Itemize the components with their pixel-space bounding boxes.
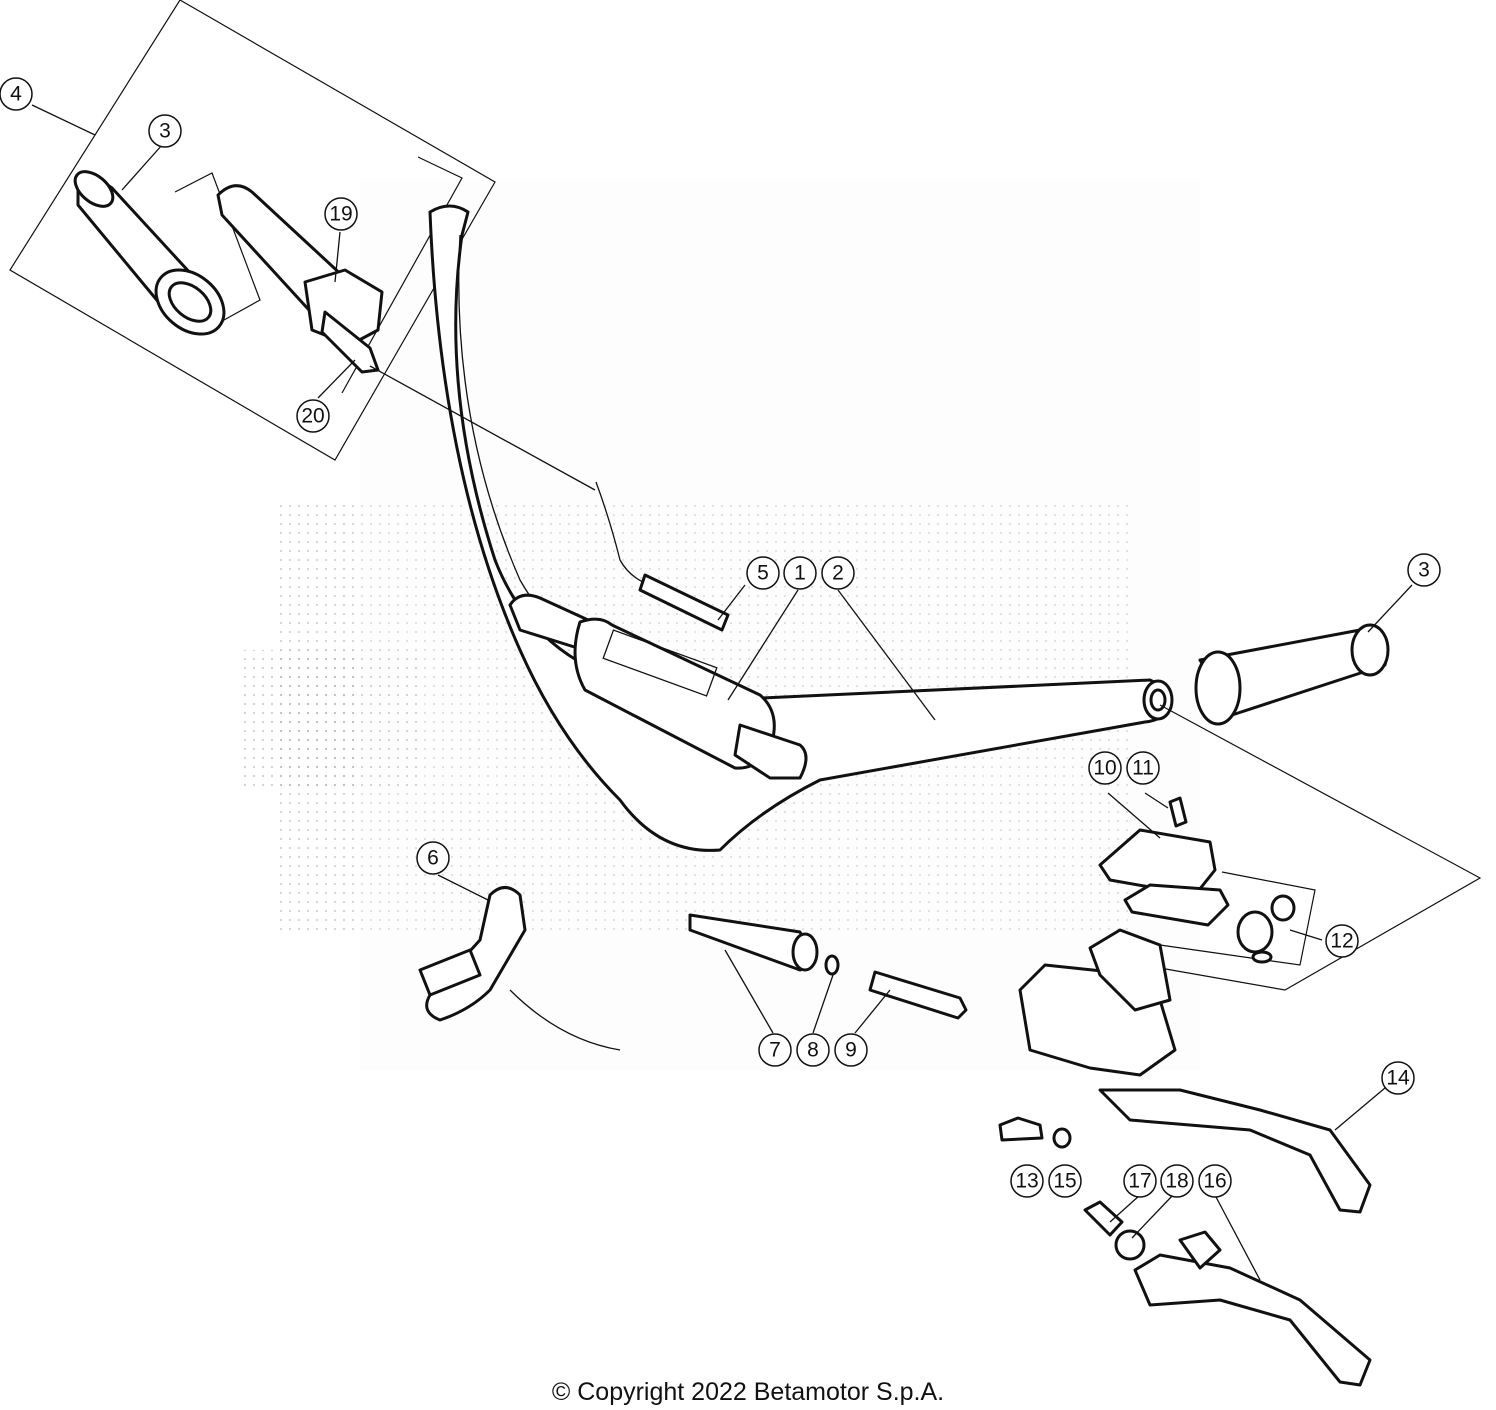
svg-text:6: 6 (427, 847, 439, 870)
svg-text:8: 8 (807, 1039, 819, 1062)
leader-lines (31, 104, 1413, 1281)
callout-20: 20 (296, 399, 330, 433)
callout-19: 19 (324, 197, 358, 231)
cable-holder (418, 886, 621, 1051)
callout-3-right: 3 (1407, 553, 1441, 587)
callout-7: 7 (758, 1033, 792, 1067)
copyright-notice: © Copyright 2022 Betamotor S.p.A. (551, 1378, 945, 1406)
handlebar-pad (508, 593, 808, 780)
reservoir-cap-group (1098, 704, 1482, 991)
callout-8: 8 (796, 1033, 830, 1067)
callout-13: 13 (1010, 1164, 1044, 1198)
throttle-assembly-frame (9, 0, 496, 461)
svg-text:18: 18 (1165, 1170, 1188, 1193)
right-grip (1194, 623, 1390, 726)
svg-text:17: 17 (1128, 1170, 1151, 1193)
throttle-cable (595, 481, 730, 632)
callout-5: 5 (746, 556, 780, 590)
svg-text:14: 14 (1386, 1067, 1410, 1090)
callout-9: 9 (834, 1033, 868, 1067)
left-grip (73, 170, 226, 336)
svg-text:13: 13 (1015, 1170, 1038, 1193)
svg-text:16: 16 (1203, 1170, 1226, 1193)
callout-4: 4 (0, 77, 33, 111)
callout-14: 14 (1381, 1061, 1415, 1095)
svg-text:9: 9 (845, 1039, 857, 1062)
svg-text:15: 15 (1053, 1170, 1076, 1193)
svg-text:1: 1 (794, 562, 806, 585)
callout-6: 6 (416, 841, 450, 875)
callout-1: 1 (783, 556, 817, 590)
svg-text:2: 2 (832, 562, 844, 585)
svg-text:19: 19 (329, 203, 352, 226)
small-parts-7-8-9 (688, 913, 968, 1020)
callout-15: 15 (1048, 1164, 1082, 1198)
svg-text:11: 11 (1132, 757, 1154, 780)
callout-12: 12 (1325, 924, 1359, 958)
svg-text:5: 5 (757, 562, 769, 585)
callout-17: 17 (1123, 1164, 1157, 1198)
callout-2: 2 (821, 556, 855, 590)
callout-3-left: 3 (148, 114, 182, 148)
callout-16: 16 (1198, 1164, 1232, 1198)
callout-10: 10 (1088, 751, 1122, 785)
throttle-tube (216, 184, 384, 374)
svg-text:12: 12 (1330, 930, 1353, 953)
svg-text:4: 4 (10, 83, 22, 106)
callout-11: 11 (1126, 751, 1160, 785)
lever-assembly (998, 928, 1372, 1387)
svg-text:7: 7 (769, 1039, 781, 1062)
svg-text:3: 3 (1418, 559, 1430, 582)
callout-18: 18 (1160, 1164, 1194, 1198)
svg-text:3: 3 (159, 120, 171, 143)
svg-text:20: 20 (301, 405, 324, 428)
svg-text:10: 10 (1093, 757, 1116, 780)
